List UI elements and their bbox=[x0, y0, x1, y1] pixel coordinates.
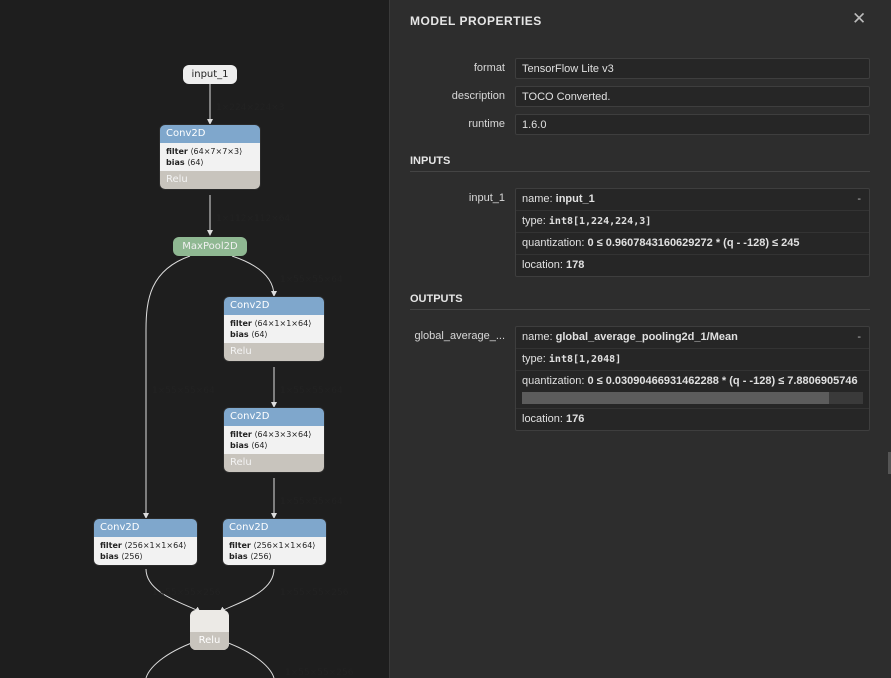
input-details[interactable]: name: input_1- type: int8[1,224,224,3] q… bbox=[515, 188, 870, 277]
edge-label: 1×224×224×3 bbox=[216, 103, 284, 113]
model-properties-panel: MODEL PROPERTIES ✕ format TensorFlow Lit… bbox=[389, 0, 891, 678]
node-conv2d[interactable]: Conv2D filter ⟨64×3×3×64⟩ bias ⟨64⟩ Relu bbox=[224, 408, 324, 472]
node-conv2d[interactable]: Conv2D filter ⟨64×1×1×64⟩ bias ⟨64⟩ Relu bbox=[224, 297, 324, 361]
node-activation: Relu bbox=[224, 454, 324, 472]
edge-label: 1×55×55×64 bbox=[280, 275, 343, 285]
close-icon[interactable]: ✕ bbox=[852, 9, 867, 28]
inputs-header: INPUTS bbox=[410, 155, 870, 172]
description-field[interactable]: TOCO Converted. bbox=[515, 86, 870, 107]
node-activation: Relu bbox=[224, 343, 324, 361]
collapse-toggle[interactable]: - bbox=[857, 331, 861, 343]
runtime-field[interactable]: 1.6.0 bbox=[515, 114, 870, 135]
node-attributes: filter ⟨64×1×1×64⟩ bias ⟨64⟩ bbox=[224, 315, 324, 343]
node-activation: Relu bbox=[160, 171, 260, 189]
edge-label: 1×55×55×256 bbox=[285, 668, 354, 678]
graph-canvas[interactable]: 1×224×224×3 1×112×112×64 1×55×55×64 1×55… bbox=[0, 0, 389, 678]
runtime-label: runtime bbox=[468, 118, 505, 130]
output-name-row: name: global_average_pooling2d_1/Mean- bbox=[516, 327, 869, 349]
edge-label: 1×55×55×64 bbox=[280, 386, 343, 396]
node-attributes: filter ⟨64×3×3×64⟩ bias ⟨64⟩ bbox=[224, 426, 324, 454]
edge-maxpool-left bbox=[143, 255, 191, 519]
node-attributes: filter ⟨64×7×7×3⟩ bias ⟨64⟩ bbox=[160, 143, 260, 171]
node-conv2d[interactable]: Conv2D filter ⟨256×1×1×64⟩ bias ⟨256⟩ bbox=[223, 519, 326, 565]
input-quantization-row: quantization: 0 ≤ 0.9607843160629272 * (… bbox=[516, 233, 869, 255]
node-attributes: filter ⟨256×1×1×64⟩ bias ⟨256⟩ bbox=[223, 537, 326, 565]
description-label: description bbox=[451, 90, 505, 102]
scrollbar-thumb[interactable] bbox=[522, 392, 829, 404]
panel-title: MODEL PROPERTIES bbox=[410, 14, 542, 28]
node-activation: Relu bbox=[190, 632, 229, 650]
edge-label: 1×55×55×256 bbox=[152, 588, 221, 598]
edge-label: 1×112×112×64 bbox=[216, 214, 290, 224]
node-title: Conv2D bbox=[94, 519, 197, 537]
outputs-header: OUTPUTS bbox=[410, 293, 870, 310]
node-title: Conv2D bbox=[224, 297, 324, 315]
input-name-row: name: input_1- bbox=[516, 189, 869, 211]
output-location-row: location: 176 bbox=[516, 408, 869, 430]
graph-edges: 1×224×224×3 1×112×112×64 1×55×55×64 1×55… bbox=[143, 84, 354, 678]
input-location-row: location: 178 bbox=[522, 259, 585, 271]
node-title: Conv2D bbox=[223, 519, 326, 537]
vertical-scrollbar[interactable] bbox=[888, 452, 891, 474]
output-label: global_average_... bbox=[414, 330, 505, 342]
output-quantization-row: quantization: 0 ≤ 0.03090466931462288 * … bbox=[522, 375, 858, 387]
output-type-row: type: int8[1,2048] bbox=[516, 349, 869, 371]
node-conv2d[interactable]: Conv2D filter ⟨64×7×7×3⟩ bias ⟨64⟩ Relu bbox=[160, 125, 260, 189]
edge-conv4-relu bbox=[145, 568, 201, 613]
output-details[interactable]: name: global_average_pooling2d_1/Mean- t… bbox=[515, 326, 870, 431]
node-conv2d[interactable]: Conv2D filter ⟨256×1×1×64⟩ bias ⟨256⟩ bbox=[94, 519, 197, 565]
node-relu[interactable]: Relu bbox=[190, 610, 229, 650]
horizontal-scrollbar[interactable] bbox=[522, 392, 863, 404]
edge-label: 1×55×55×256 bbox=[280, 588, 349, 598]
edge-conv5-relu bbox=[219, 568, 275, 613]
format-field[interactable]: TensorFlow Lite v3 bbox=[515, 58, 870, 79]
format-label: format bbox=[473, 62, 505, 74]
input-type-row: type: int8[1,224,224,3] bbox=[516, 211, 869, 233]
node-title: Conv2D bbox=[160, 125, 260, 143]
node-maxpool[interactable]: MaxPool2D bbox=[173, 237, 247, 256]
input-label: input_1 bbox=[468, 192, 505, 204]
node-input[interactable]: input_1 bbox=[183, 65, 237, 84]
node-title: Conv2D bbox=[224, 408, 324, 426]
edge-label: 1×55×55×64 bbox=[280, 497, 343, 507]
edge-maxpool-conv2 bbox=[231, 255, 277, 297]
collapse-toggle[interactable]: - bbox=[857, 193, 861, 205]
edge-label: 1×55×55×64 bbox=[152, 386, 215, 396]
node-attributes: filter ⟨256×1×1×64⟩ bias ⟨256⟩ bbox=[94, 537, 197, 565]
